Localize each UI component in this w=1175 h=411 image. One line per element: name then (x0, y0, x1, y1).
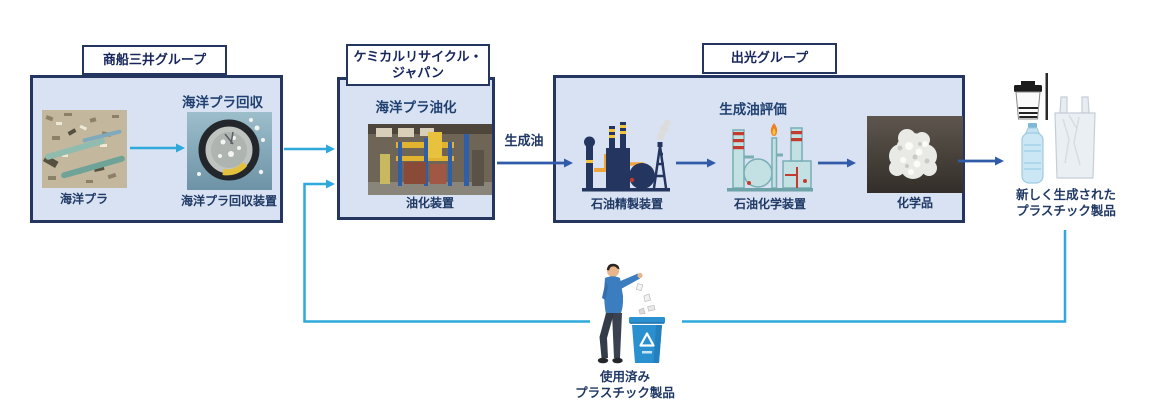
new-products-caption-line2: プラスチック製品 (1016, 204, 1116, 219)
straw-icon (1045, 73, 1048, 120)
group-label-crj-line1: ケミカルリサイクル・ (353, 48, 483, 64)
cup-icon (1014, 81, 1042, 120)
group-label-mol: 商船三井グループ (82, 45, 227, 75)
oil-conversion-plant-caption: 油化装置 (405, 196, 454, 210)
recovery-device-photo (187, 112, 272, 190)
recovery-device-caption: 海洋プラ回収装置 (180, 194, 277, 208)
produced-oil-flow-label: 生成油 (504, 133, 544, 148)
plastic-bag-icon (1054, 96, 1096, 179)
bottle-icon (1021, 123, 1044, 184)
refinery-icon (580, 118, 672, 194)
group-label-crj-line2: ジャパン (391, 65, 444, 80)
marine-plastic-caption: 海洋プラ (59, 192, 108, 206)
title-marine-plastic-oil-conversion: 海洋プラ油化 (375, 100, 457, 115)
petrochemical-plant-icon (725, 115, 815, 194)
new-plastic-products-icon (1005, 73, 1100, 185)
title-produced-oil-evaluation: 生成油評価 (719, 102, 787, 117)
refinery-caption: 石油精製装置 (590, 197, 663, 211)
petrochemical-plant-caption: 石油化学装置 (733, 197, 806, 211)
group-label-crj: ケミカルリサイクル・ ジャパン (346, 44, 490, 86)
oil-conversion-plant-photo (368, 124, 492, 195)
title-marine-plastic-recovery: 海洋プラ回収 (182, 95, 263, 110)
group-label-idemitsu: 出光グループ (702, 43, 837, 74)
group-label-mol-text: 商船三井グループ (102, 51, 207, 67)
used-products-caption: 使用済み プラスチック製品 (565, 369, 685, 402)
chemical-pellets-caption: 化学品 (896, 196, 933, 210)
recycle-bin-icon (629, 317, 665, 363)
new-products-caption-line1: 新しく生成された (1015, 188, 1116, 202)
used-products-caption-line2: プラスチック製品 (575, 386, 675, 401)
person-recycling-icon (590, 258, 680, 370)
loop-line-right (682, 230, 1067, 323)
used-products-caption-line1: 使用済み (599, 370, 650, 384)
new-products-caption: 新しく生成された プラスチック製品 (1000, 187, 1132, 220)
group-label-idemitsu-text: 出光グループ (730, 50, 809, 66)
marine-plastic-photo (42, 110, 127, 188)
chemical-pellets-photo (867, 116, 963, 193)
